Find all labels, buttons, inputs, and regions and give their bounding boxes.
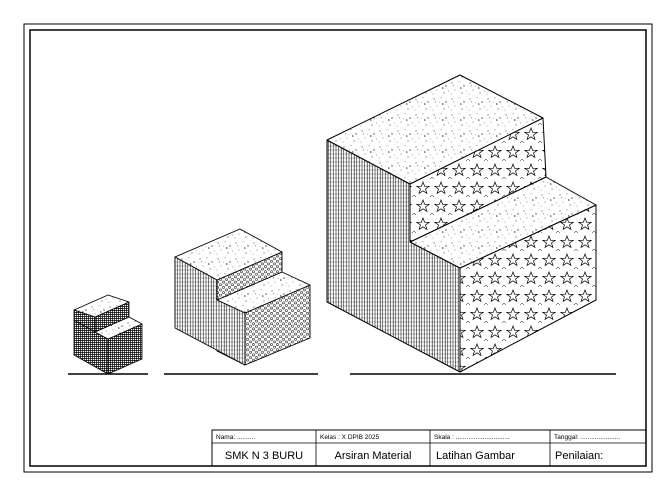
nama-label: Nama: ..........: [216, 434, 255, 441]
subject-name: Arsiran Material: [334, 450, 411, 462]
school-name: SMK N 3 BURU: [225, 450, 303, 462]
skala-label: Skala : ..............................: [434, 434, 510, 441]
tanggal-label: Tanggal: ......................: [554, 434, 620, 441]
task-name: Latihan Gambar: [436, 450, 515, 462]
assessment-label: Penilaian:: [555, 450, 603, 462]
medium-stepped-block: [174, 228, 311, 366]
large-stepped-block: [326, 74, 597, 373]
small-stepped-block: [73, 294, 143, 375]
sheet-outer-border: [23, 23, 653, 473]
kelas-label: Kelas : X DPIB 2025: [320, 434, 380, 441]
title-block: [211, 429, 647, 467]
